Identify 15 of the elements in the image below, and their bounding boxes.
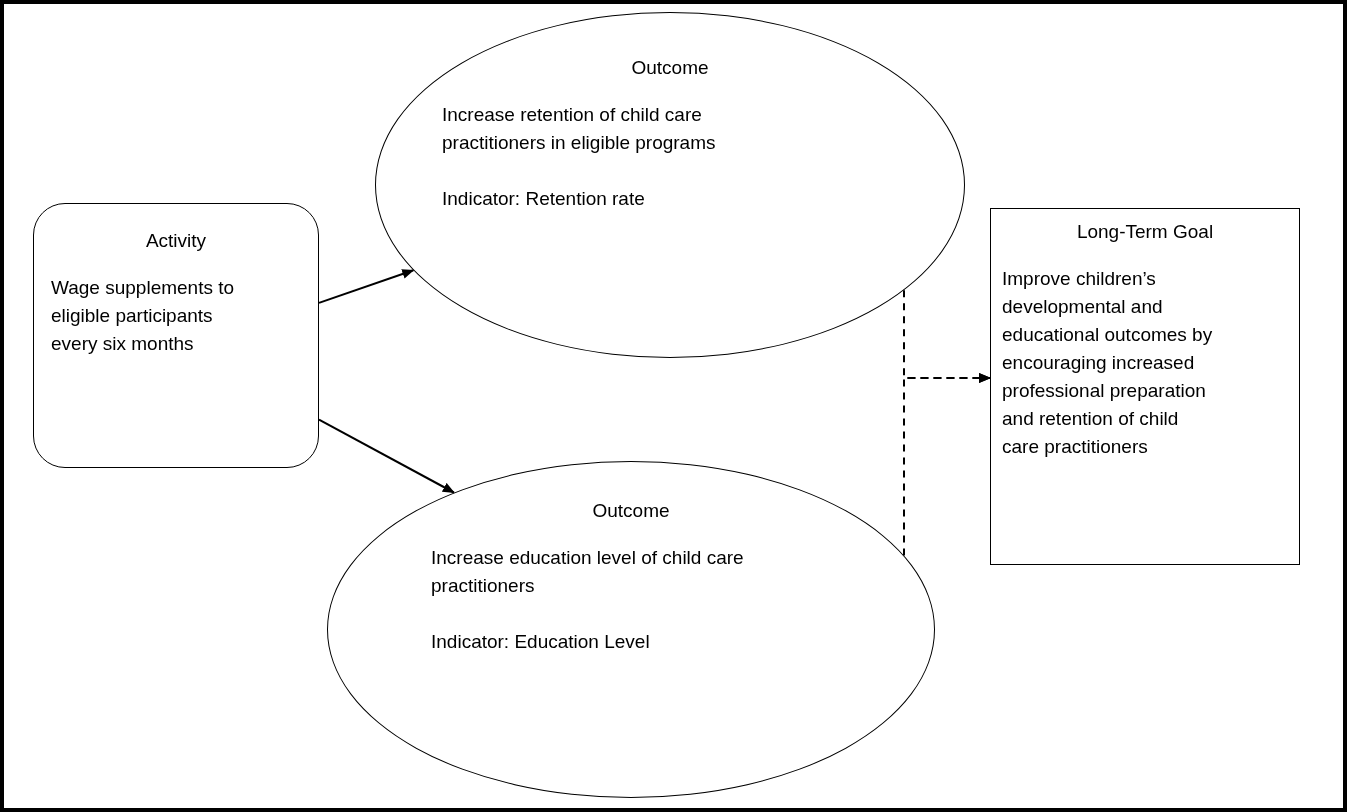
body-text: Increase education level of child care practitioners xyxy=(431,546,745,598)
arrow xyxy=(318,418,455,494)
body-text: Indicator: Education Level xyxy=(431,630,651,654)
body-text: Improve children’s developmental and educational outcomes by encouraging increased professional preparation and retention of child care practitioners xyxy=(1002,267,1214,459)
text-box xyxy=(33,203,319,468)
body-text: Increase retention of child care practitioners in eligible programs xyxy=(442,103,717,155)
text-box xyxy=(990,208,1300,565)
heading: Activity xyxy=(145,230,207,252)
body-text: Indicator: Retention rate xyxy=(442,187,646,211)
arrow xyxy=(903,373,991,557)
body-text: Wage supplements to eligible participants every six months xyxy=(51,276,236,356)
heading: Outcome xyxy=(592,500,670,522)
heading: Outcome xyxy=(631,57,709,79)
arrow xyxy=(318,269,415,304)
heading: Long-Term Goal xyxy=(1076,221,1214,243)
